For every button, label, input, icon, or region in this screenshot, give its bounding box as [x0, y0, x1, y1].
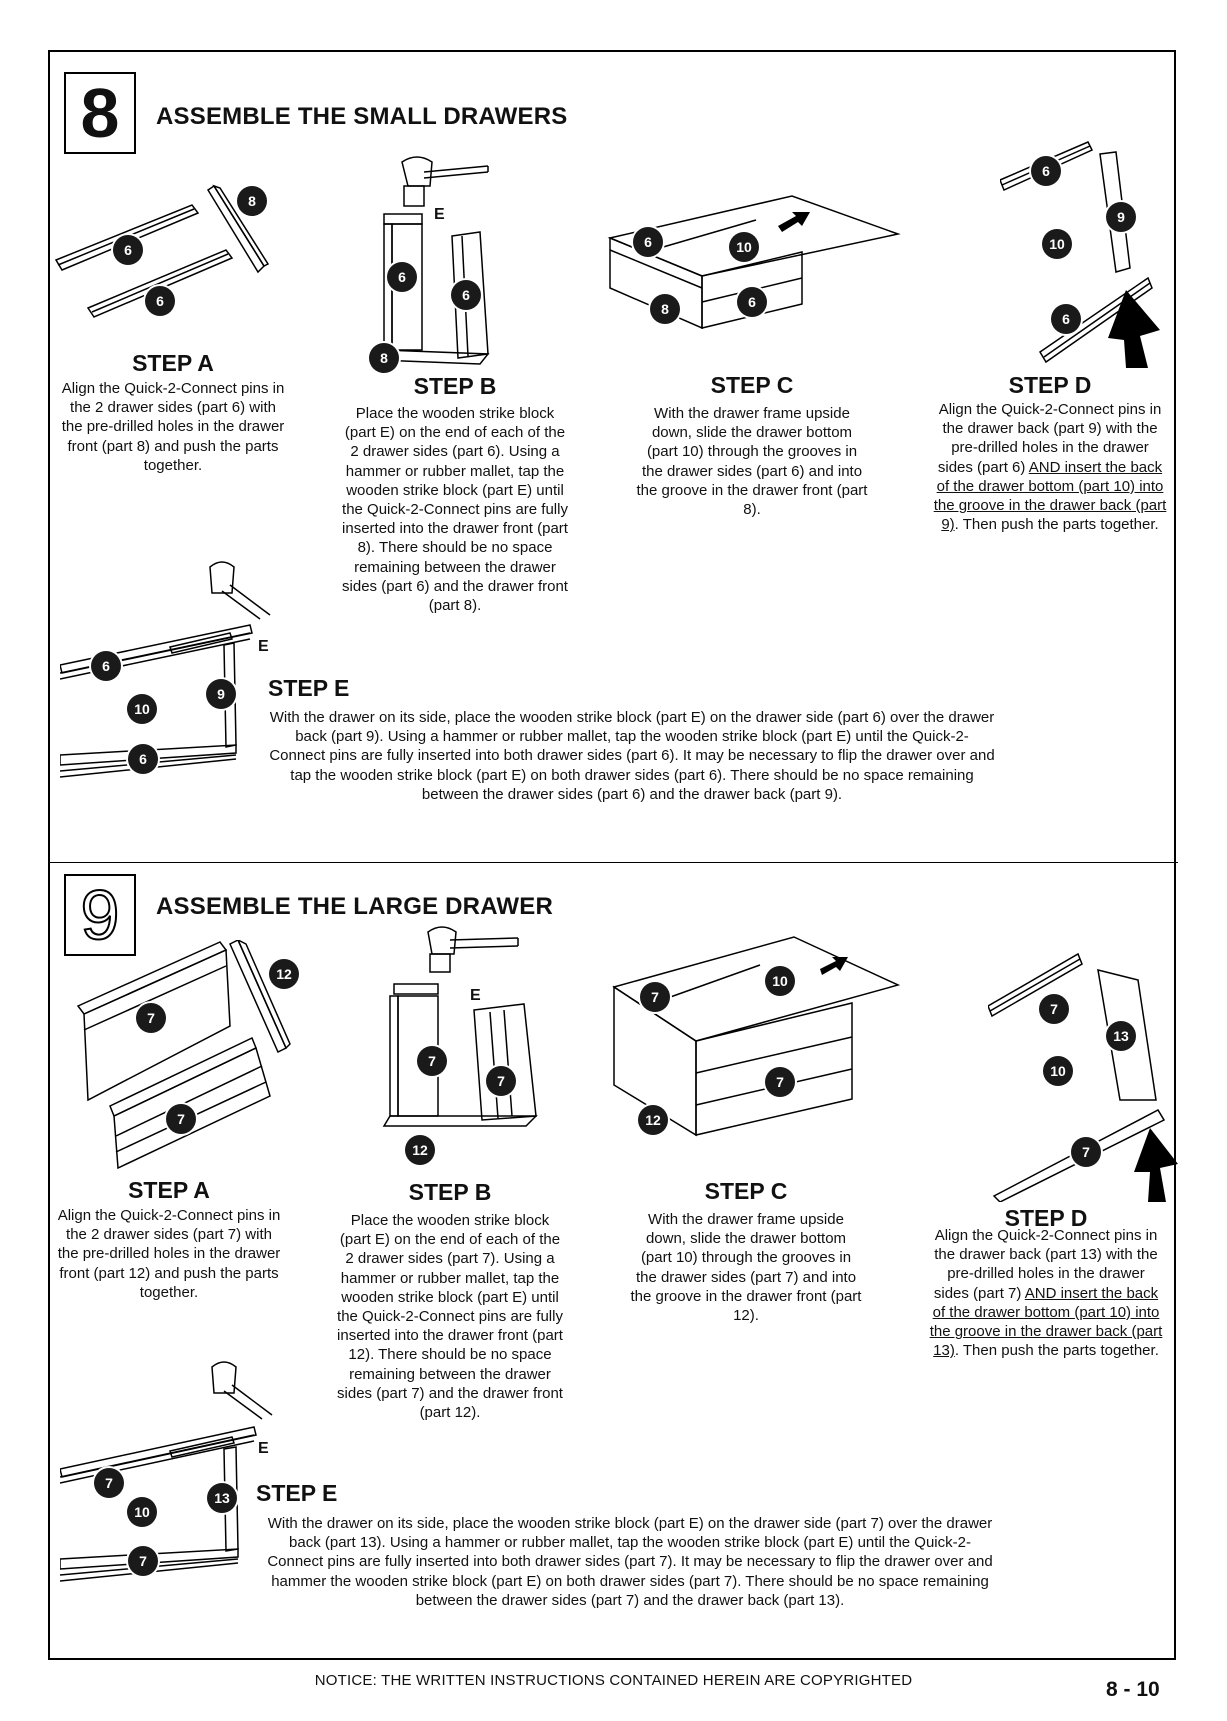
step-9c-heading: STEP C — [704, 1178, 788, 1204]
strike-block-label: E — [470, 987, 481, 1004]
part-callout-7: 7 — [417, 1046, 447, 1076]
section-divider — [48, 862, 1178, 863]
step-8e-text: With the drawer on its side, place the w… — [269, 709, 995, 803]
part-callout-12: 12 — [405, 1135, 435, 1165]
part-callout-10: 10 — [729, 232, 759, 262]
step-9e-text: With the drawer on its side, place the w… — [267, 1515, 993, 1609]
part-callout-6: 6 — [633, 227, 663, 257]
part-callout-9: 9 — [206, 679, 236, 709]
section-title-large-drawer: ASSEMBLE THE LARGE DRAWER — [156, 893, 554, 920]
figure-8c-slide-bottom — [606, 190, 902, 340]
part-callout-7: 7 — [94, 1468, 124, 1498]
figure-8d-insert-back — [1000, 140, 1168, 370]
part-callout-10: 10 — [765, 966, 795, 996]
step-9a-text: Align the Quick-2-Connect pins in the 2 … — [57, 1207, 281, 1301]
step-8e-heading: STEP E — [268, 675, 350, 701]
part-callout-8: 8 — [650, 294, 680, 324]
part-callout-6: 6 — [128, 744, 158, 774]
part-callout-6: 6 — [451, 280, 481, 310]
part-callout-8: 8 — [237, 186, 267, 216]
step-8a-text: Align the Quick-2-Connect pins in the 2 … — [61, 380, 285, 474]
part-callout-13: 13 — [1106, 1021, 1136, 1051]
step-number-8: 8 — [64, 72, 136, 154]
section-title-small-drawers: ASSEMBLE THE SMALL DRAWERS — [156, 103, 568, 130]
part-callout-13: 13 — [207, 1483, 237, 1513]
part-callout-6: 6 — [737, 287, 767, 317]
part-callout-6: 6 — [1031, 156, 1061, 186]
part-callout-6: 6 — [145, 286, 175, 316]
part-callout-6: 6 — [1051, 304, 1081, 334]
figure-9b-hammer-strike — [378, 920, 556, 1130]
part-callout-10: 10 — [1043, 1056, 1073, 1086]
figure-9d-insert-back — [988, 950, 1178, 1202]
strike-block-label: E — [258, 1440, 269, 1457]
part-callout-7: 7 — [486, 1066, 516, 1096]
part-callout-10: 10 — [127, 694, 157, 724]
strike-block-label: E — [258, 638, 269, 655]
part-callout-7: 7 — [1071, 1137, 1101, 1167]
figure-9a-drawer-sides-front — [70, 940, 295, 1170]
strike-block-label: E — [434, 206, 445, 223]
figure-9e-drawer-on-side — [60, 1355, 278, 1605]
part-callout-6: 6 — [113, 235, 143, 265]
step-8b-text: Place the wooden strike block (part E) o… — [342, 405, 568, 615]
part-callout-7: 7 — [136, 1003, 166, 1033]
part-callout-7: 7 — [128, 1546, 158, 1576]
part-callout-10: 10 — [127, 1497, 157, 1527]
step-8d-text: Align the Quick-2-Connect pins in the dr… — [933, 401, 1167, 534]
part-callout-6: 6 — [91, 651, 121, 681]
step-9a-heading: STEP A — [128, 1177, 210, 1203]
page-number: 8 - 10 — [1106, 1678, 1160, 1701]
part-callout-12: 12 — [638, 1105, 668, 1135]
figure-8b-hammer-strike — [362, 150, 502, 375]
step-9b-heading: STEP B — [408, 1179, 492, 1205]
part-callout-7: 7 — [765, 1067, 795, 1097]
part-callout-7: 7 — [1039, 994, 1069, 1024]
part-callout-7: 7 — [166, 1104, 196, 1134]
copyright-notice: NOTICE: THE WRITTEN INSTRUCTIONS CONTAIN… — [314, 1672, 913, 1689]
step-8c-text: With the drawer frame upside down, slide… — [636, 405, 868, 519]
step-9e-heading: STEP E — [256, 1480, 338, 1506]
step-9d-heading: STEP D — [1004, 1205, 1088, 1231]
part-callout-8: 8 — [369, 343, 399, 373]
part-callout-12: 12 — [269, 959, 299, 989]
page-frame — [48, 50, 1176, 1660]
step-8c-heading: STEP C — [710, 372, 794, 398]
part-callout-7: 7 — [640, 982, 670, 1012]
part-callout-10: 10 — [1042, 229, 1072, 259]
step-9d-text: Align the Quick-2-Connect pins in the dr… — [929, 1227, 1163, 1360]
step-8b-heading: STEP B — [413, 373, 497, 399]
part-callout-6: 6 — [387, 262, 417, 292]
figure-8e-drawer-on-side — [60, 555, 280, 800]
step-9b-text: Place the wooden strike block (part E) o… — [337, 1212, 563, 1422]
step-8d-heading: STEP D — [1008, 372, 1092, 398]
step-number-9: 9 — [64, 874, 136, 956]
step-8a-heading: STEP A — [132, 350, 214, 376]
part-callout-9: 9 — [1106, 202, 1136, 232]
step-9c-text: With the drawer frame upside down, slide… — [630, 1211, 862, 1325]
figure-8a-drawer-sides-front — [52, 180, 282, 320]
